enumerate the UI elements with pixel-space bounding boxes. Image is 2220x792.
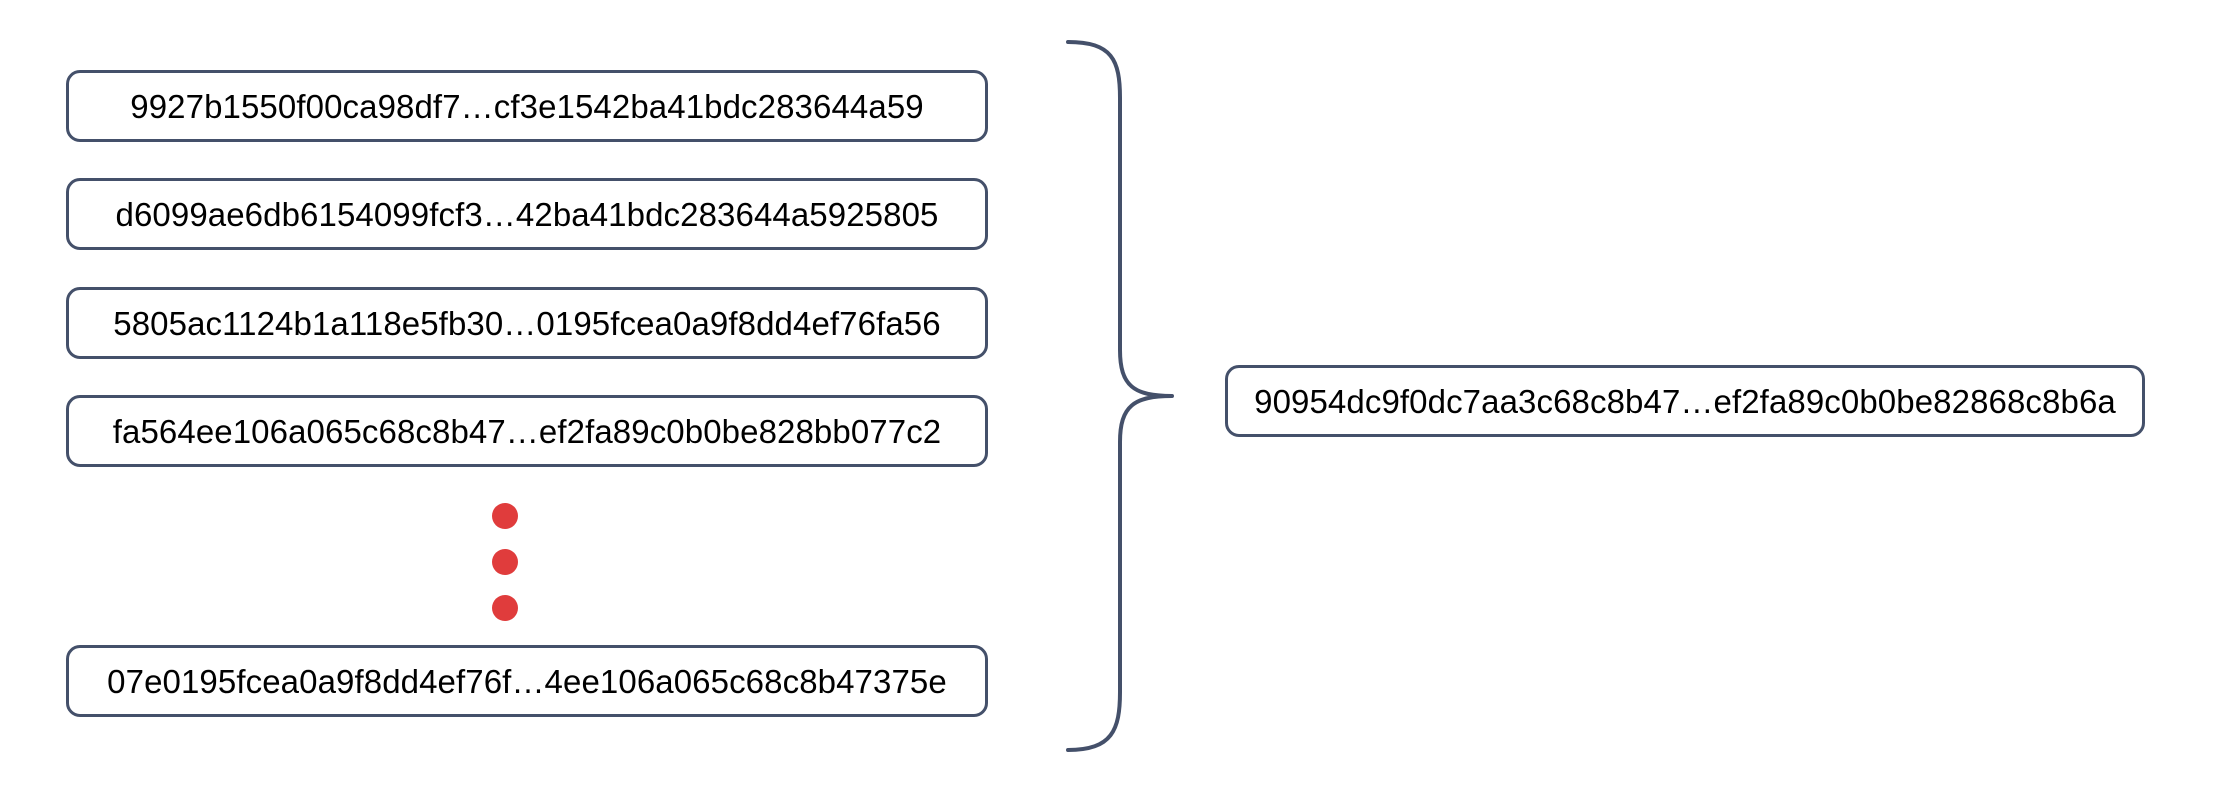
output-hash-box[interactable]: 90954dc9f0dc7aa3c68c8b47…ef2fa89c0b0be82…	[1225, 365, 2145, 437]
input-hash-text-4: fa564ee106a065c68c8b47…ef2fa89c0b0be828b…	[112, 412, 942, 450]
input-hash-box-3[interactable]: 5805ac1124b1a118e5fb30…0195fcea0a9f8dd4e…	[66, 287, 988, 359]
ellipsis-dot-2	[492, 549, 518, 575]
input-hash-text-2: d6099ae6db6154099fcf3…42ba41bdc283644a59…	[115, 195, 939, 233]
input-hash-box-5[interactable]: 07e0195fcea0a9f8dd4ef76f…4ee106a065c68c8…	[66, 645, 988, 717]
curly-brace-path	[1066, 40, 1174, 752]
input-hash-box-2[interactable]: d6099ae6db6154099fcf3…42ba41bdc283644a59…	[66, 178, 988, 250]
vertical-ellipsis-icon	[492, 503, 518, 627]
ellipsis-dot-3	[492, 595, 518, 621]
input-hash-text-1: 9927b1550f00ca98df7…cf3e1542ba41bdc28364…	[130, 87, 924, 125]
input-hash-box-1[interactable]: 9927b1550f00ca98df7…cf3e1542ba41bdc28364…	[66, 70, 988, 142]
output-hash-text: 90954dc9f0dc7aa3c68c8b47…ef2fa89c0b0be82…	[1254, 382, 2116, 420]
ellipsis-dot-1	[492, 503, 518, 529]
input-hash-box-4[interactable]: fa564ee106a065c68c8b47…ef2fa89c0b0be828b…	[66, 395, 988, 467]
input-hash-text-3: 5805ac1124b1a118e5fb30…0195fcea0a9f8dd4e…	[113, 304, 941, 342]
curly-brace-icon	[1066, 40, 1174, 752]
input-hash-text-5: 07e0195fcea0a9f8dd4ef76f…4ee106a065c68c8…	[107, 662, 947, 700]
